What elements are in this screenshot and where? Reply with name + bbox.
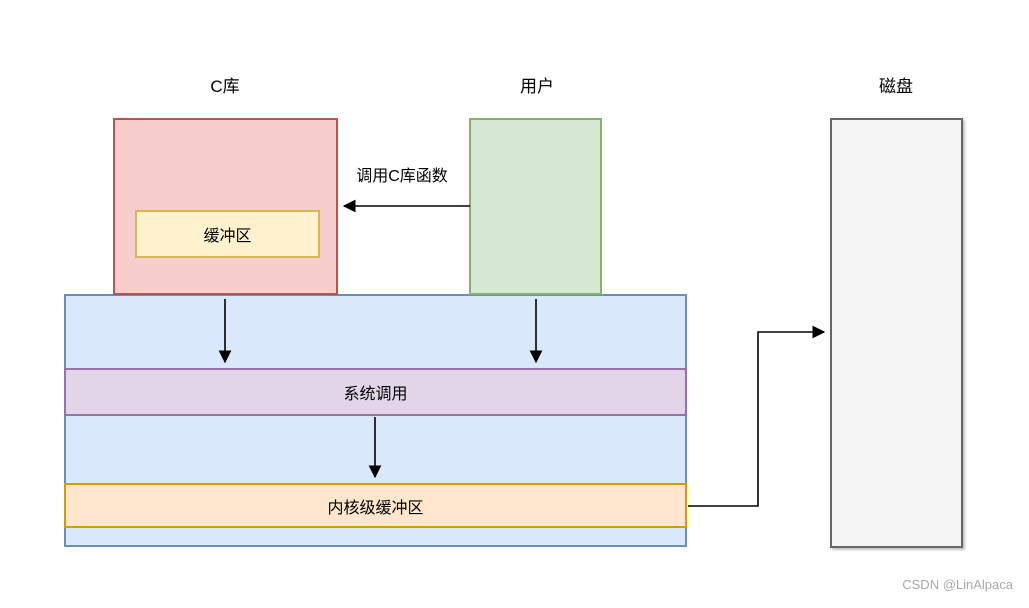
system-call-band: 系统调用 xyxy=(64,368,687,416)
kernel-buffer-band: 内核级缓冲区 xyxy=(64,483,687,528)
c-library-box xyxy=(113,118,338,295)
user-box xyxy=(469,118,602,295)
c-library-buffer-label: 缓冲区 xyxy=(203,228,252,245)
call-c-function-label: 调用C库函数 xyxy=(354,162,450,186)
system-call-label: 系统调用 xyxy=(343,386,408,403)
kernel-buffer-label: 内核级缓冲区 xyxy=(327,499,424,517)
c-library-label: C库 xyxy=(210,77,240,96)
watermark-text: CSDN @LinAlpaca xyxy=(902,577,1013,592)
arrow-kernelbuffer-to-disk xyxy=(688,325,826,507)
user-label: 用户 xyxy=(520,77,554,96)
disk-label: 磁盘 xyxy=(879,77,913,96)
disk-box xyxy=(830,118,963,548)
c-library-buffer-box: 缓冲区 xyxy=(135,210,320,258)
